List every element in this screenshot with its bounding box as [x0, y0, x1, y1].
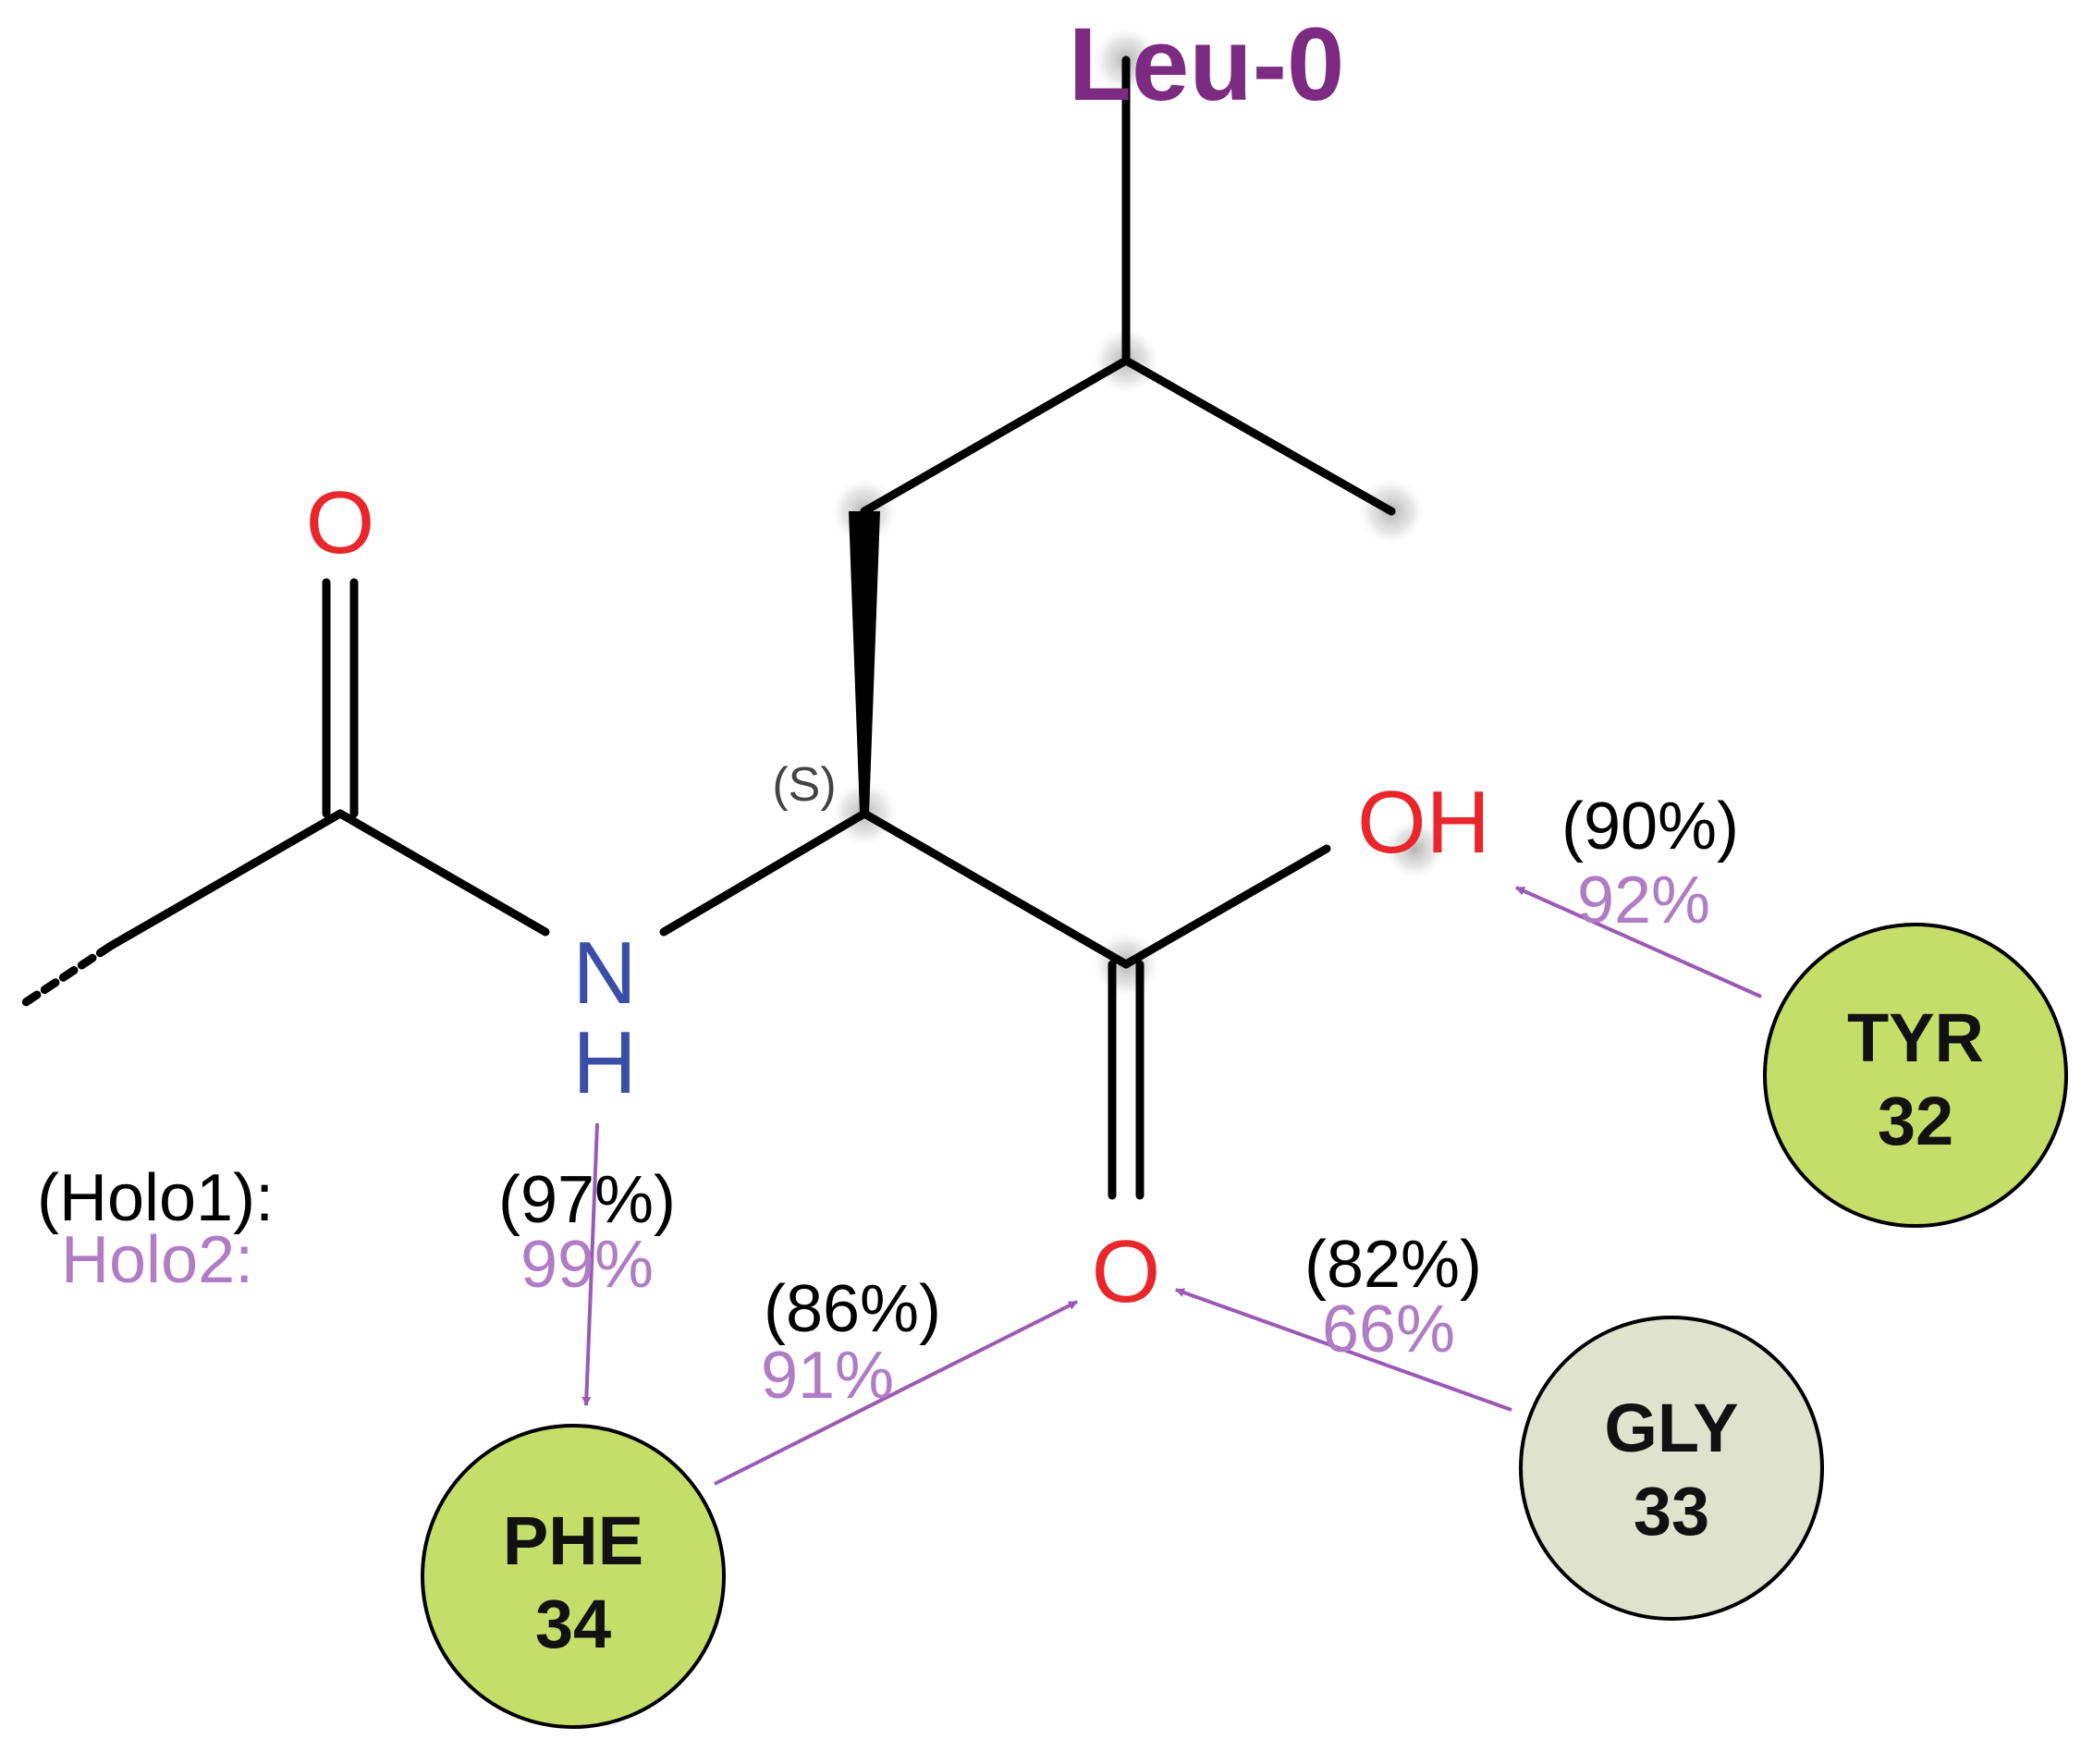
nh-phe-holo1: (97%): [498, 1163, 676, 1237]
residue-tyr-name: TYR: [1847, 999, 1984, 1076]
ligand-title: Leu-0: [1069, 6, 1345, 122]
stereo-descriptor: (S): [772, 758, 836, 812]
halo-oh: [1383, 817, 1446, 880]
residue-gly-number: 33: [1634, 1473, 1709, 1550]
phe-o-holo2: 91%: [761, 1339, 894, 1413]
hbond-gly-o: [1175, 1288, 1512, 1412]
residue-gly33: GLY 33: [1519, 1316, 1824, 1621]
hbond-tyr-oh: [1515, 886, 1762, 998]
gly-o-holo2: 66%: [1322, 1292, 1455, 1366]
bond-truncated: [18, 941, 116, 1009]
carboxyl-oxygen: O: [1092, 1222, 1161, 1321]
nh-phe-holo2: 99%: [520, 1228, 654, 1302]
legend-holo2: Holo2:: [61, 1223, 253, 1297]
hydroxyl-label: OH: [1357, 773, 1490, 872]
tyr-oh-holo2: 92%: [1577, 864, 1710, 937]
residue-phe-circle: [421, 1424, 726, 1729]
bond-n-carbonyl: [336, 809, 550, 937]
legend-holo1: (Holo1):: [37, 1161, 274, 1235]
bond-methyl-right: [1121, 356, 1396, 516]
exposure-halos: [829, 25, 1446, 999]
residue-tyr-circle: [1763, 923, 2068, 1228]
hbond-phe-o: [714, 1300, 1078, 1486]
bond-carbonyl-methyl: [106, 809, 345, 950]
interaction-labels: (97%) 99% (86%) 91% (82%) 66% (90%) 92%: [498, 790, 1739, 1413]
bond-alpha-n: [659, 809, 869, 937]
gly-o-holo1: (82%): [1304, 1228, 1482, 1302]
hbond-arrows: [581, 886, 1762, 1486]
phe-o-holo1: (86%): [764, 1272, 941, 1346]
bond-wedge: [849, 511, 880, 814]
tyr-oh-holo1: (90%): [1561, 790, 1739, 864]
residue-gly-name: GLY: [1604, 1390, 1738, 1466]
bond-ch-ch2: [860, 356, 1131, 516]
residue-phe-name: PHE: [503, 1502, 643, 1579]
amide-nitrogen: N: [572, 924, 636, 1023]
bond-carboxyl-oh: [1121, 844, 1331, 969]
residue-gly-circle: [1519, 1316, 1824, 1621]
residue-phe34: PHE 34: [421, 1424, 726, 1729]
residue-phe-number: 34: [535, 1586, 611, 1662]
carbonyl-oxygen: O: [306, 473, 375, 572]
atom-labels: Leu-0 O N H OH O (S): [306, 6, 1490, 1321]
amide-hydrogen: H: [572, 1013, 636, 1112]
bond-alpha-carboxyl: [860, 809, 1131, 969]
bonds: [18, 55, 1396, 1200]
residue-tyr-number: 32: [1878, 1083, 1953, 1159]
legend: (Holo1): Holo2:: [37, 1161, 274, 1297]
hbond-nh-phe: [581, 1122, 599, 1406]
residue-tyr32: TYR 32: [1763, 923, 2068, 1228]
